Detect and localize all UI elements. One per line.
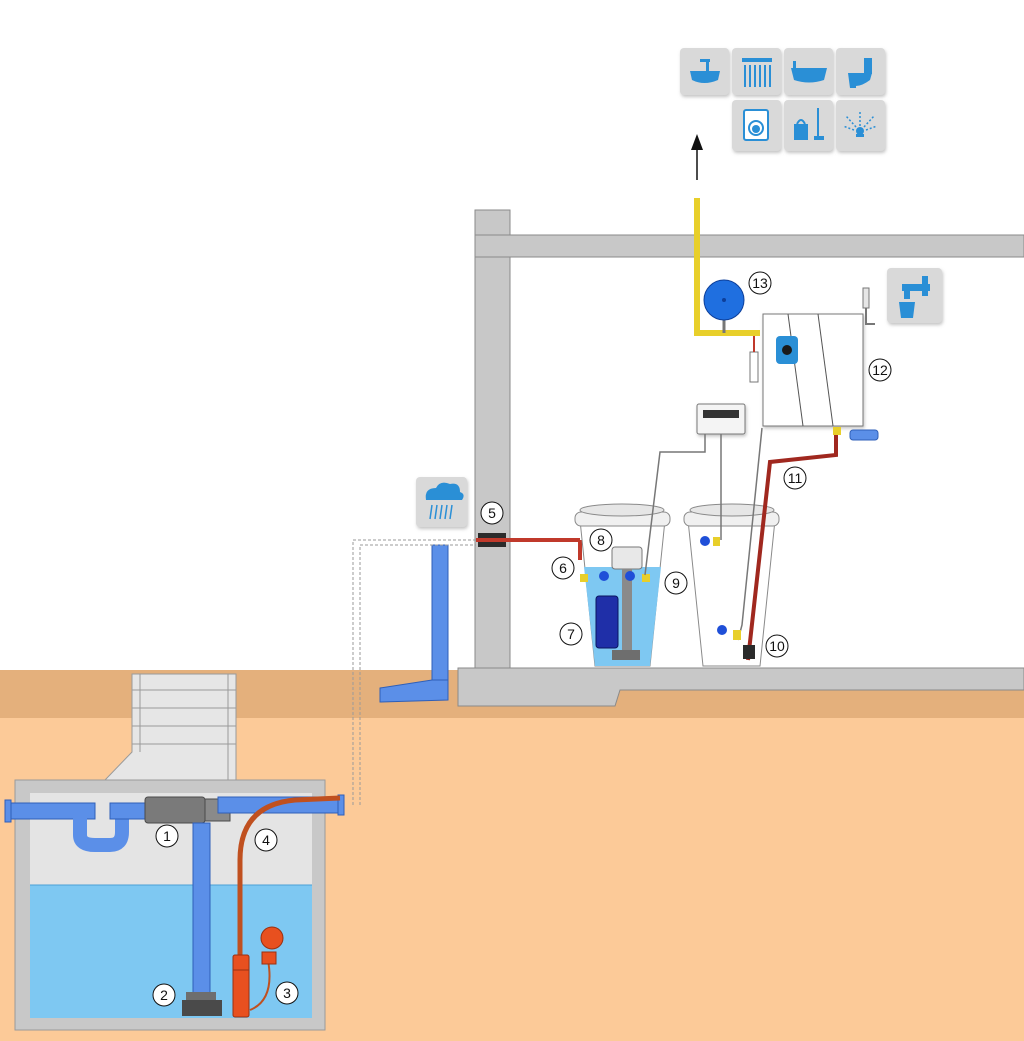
- supply-line: [691, 134, 760, 336]
- level-sensor-display: [644, 403, 746, 576]
- washing-machine-icon: [732, 100, 781, 151]
- callout-13: 13: [748, 271, 772, 295]
- suction-hose: [237, 795, 341, 990]
- svg-text:7: 7: [567, 626, 575, 642]
- calmed-inlet-base: [182, 1000, 222, 1016]
- toilet-icon: [836, 48, 885, 95]
- svg-text:5: 5: [488, 505, 496, 521]
- water-tap-icon: [887, 268, 942, 323]
- shower-icon: [732, 48, 781, 95]
- calmed-inlet-foot: [186, 992, 216, 1000]
- callout-3: 3: [275, 981, 299, 1005]
- svg-text:6: 6: [559, 560, 567, 576]
- svg-text:13: 13: [752, 275, 768, 291]
- callout-5: 5: [480, 501, 504, 525]
- ceiling: [474, 234, 1024, 258]
- svg-text:11: 11: [788, 470, 803, 486]
- svg-text:9: 9: [672, 575, 680, 591]
- control-cable: [352, 539, 476, 805]
- calmed-inlet-pipe: [192, 822, 211, 994]
- rain-downpipe: [379, 544, 449, 703]
- callout-1: 1: [155, 824, 179, 848]
- callout-4: 4: [254, 828, 278, 852]
- callouts: 1 2 3 4 5 6 7 8 9 10 11 12 13: [152, 271, 892, 1007]
- svg-text:10: 10: [769, 638, 785, 654]
- float-ball: [260, 926, 284, 950]
- callout-9: 9: [664, 571, 688, 595]
- svg-text:12: 12: [872, 362, 888, 378]
- float-switch-box: [261, 951, 277, 965]
- reserve-tank: [683, 503, 780, 667]
- callout-11: 11: [783, 466, 807, 490]
- callout-12: 12: [868, 358, 892, 382]
- sink-icon: [680, 48, 729, 95]
- siphon-trap: [73, 811, 129, 852]
- filter-unit: [144, 796, 206, 824]
- submersible-pump: [232, 954, 250, 1018]
- building: [457, 209, 1024, 707]
- callout-8: 8: [589, 528, 613, 552]
- refill-hose: [746, 430, 838, 661]
- callout-6: 6: [551, 556, 575, 580]
- garden-sprinkler-icon: [836, 100, 885, 151]
- floor-slab: [457, 667, 1024, 707]
- svg-text:8: 8: [597, 532, 605, 548]
- overflow-float-valve: [611, 546, 643, 570]
- rain-cloud-icon: [416, 477, 467, 527]
- cleaning-icon: [784, 100, 833, 151]
- svg-text:2: 2: [160, 987, 168, 1003]
- control-unit: [749, 287, 879, 441]
- uv-filter: [595, 595, 619, 649]
- svg-text:3: 3: [283, 985, 291, 1001]
- buffer-tank: [574, 503, 671, 667]
- svg-text:1: 1: [163, 828, 171, 844]
- building-wall: [474, 209, 511, 669]
- callout-10: 10: [765, 634, 789, 658]
- svg-text:4: 4: [262, 832, 270, 848]
- callout-2: 2: [152, 983, 176, 1007]
- bathtub-icon: [784, 48, 833, 95]
- callout-7: 7: [559, 622, 583, 646]
- pump-column: [622, 569, 632, 654]
- usage-icons: [416, 48, 942, 527]
